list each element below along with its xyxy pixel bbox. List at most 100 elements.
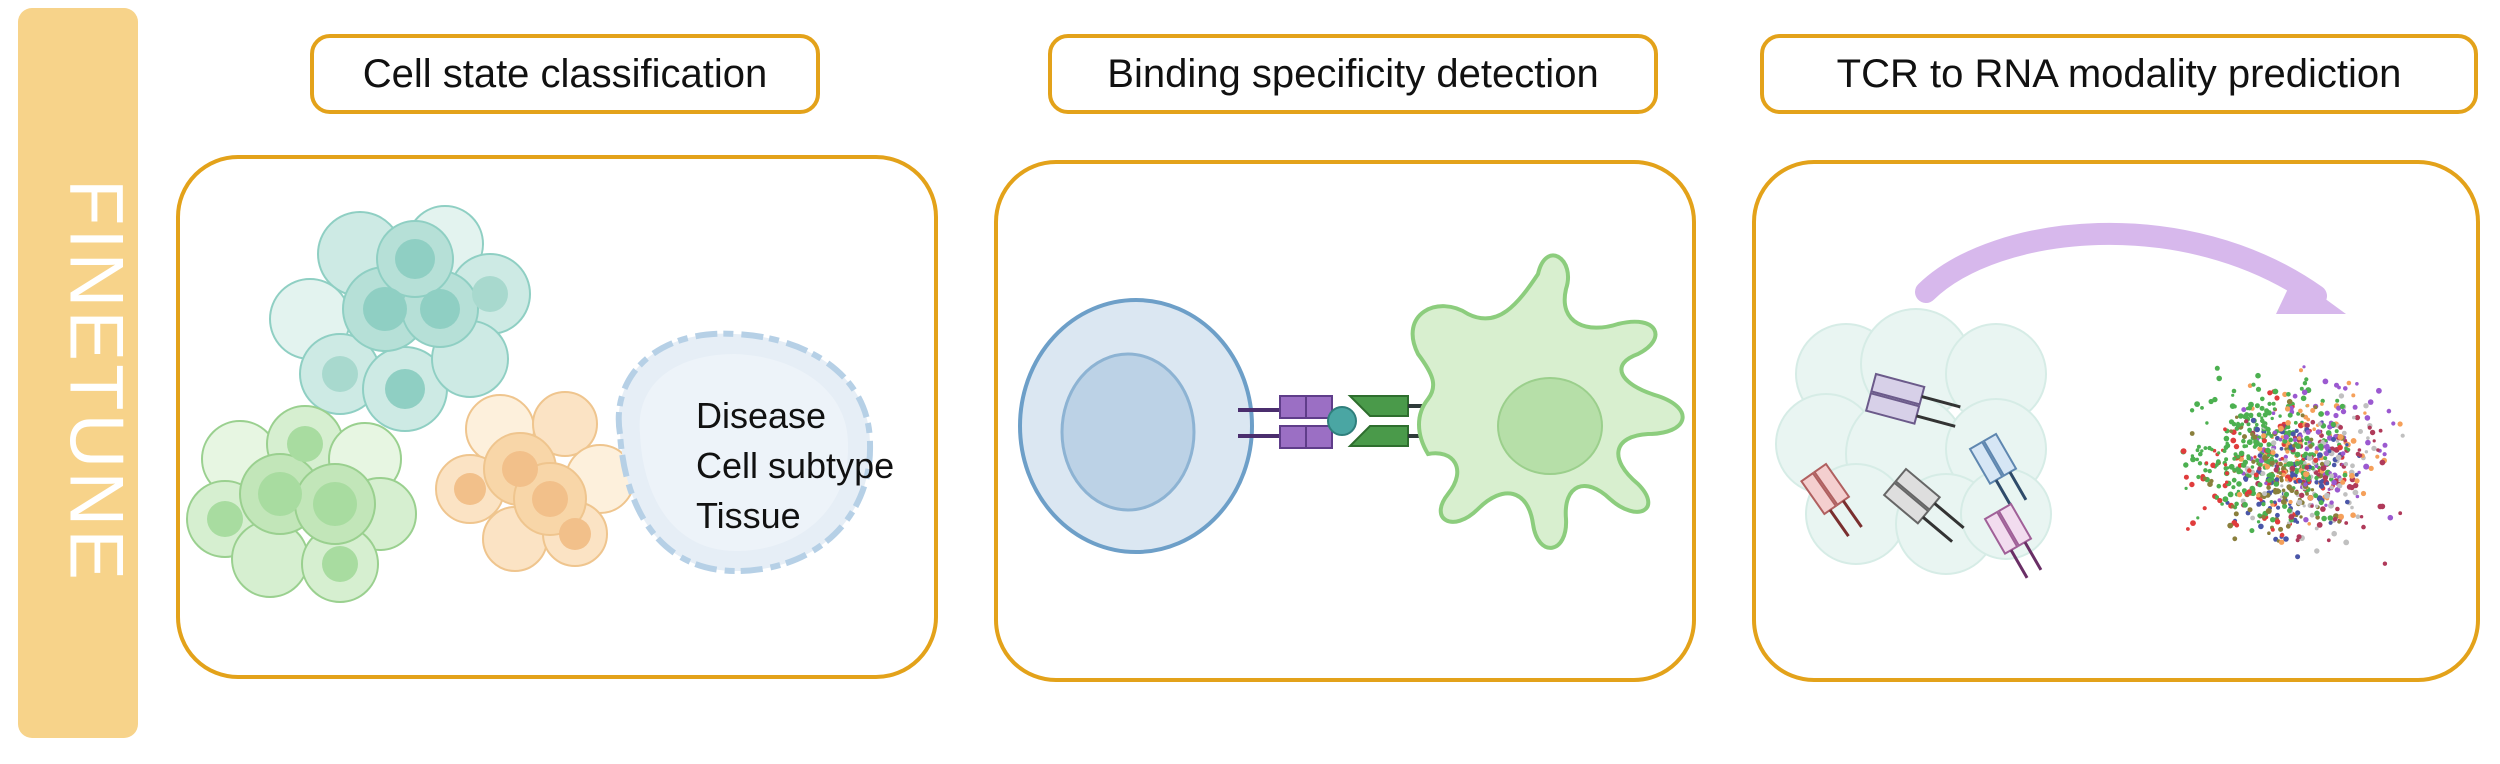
scatter-point <box>2361 524 2366 530</box>
scatter-point <box>2280 499 2287 505</box>
scatter-point <box>2241 407 2247 413</box>
scatter-point <box>2320 402 2324 406</box>
scatter-point <box>2363 411 2367 415</box>
scatter-point <box>2244 412 2250 418</box>
scatter-point <box>2242 501 2248 508</box>
scatter-point <box>2313 493 2319 499</box>
scatter-point <box>2230 504 2235 509</box>
scatter-point <box>2337 434 2344 440</box>
scatter-point <box>2397 421 2403 427</box>
orange-cell-cluster <box>435 391 635 572</box>
scatter-point <box>2376 387 2382 394</box>
scatter-point <box>2363 403 2369 409</box>
scatter-point <box>2318 483 2325 489</box>
scatter-point <box>2235 415 2239 419</box>
scatter-point <box>2225 480 2229 484</box>
scatter-point <box>2227 522 2234 529</box>
scatter-point <box>2300 413 2305 418</box>
scatter-point <box>2305 429 2311 435</box>
scatter-point <box>2231 485 2236 490</box>
scatter-point <box>2207 445 2212 451</box>
scatter-point <box>2266 442 2272 447</box>
scatter-point <box>2288 514 2295 520</box>
scatter-point <box>2294 490 2299 496</box>
scatter-point <box>2278 437 2283 442</box>
scatter-point <box>2198 451 2203 457</box>
scatter-point <box>2278 471 2283 475</box>
scatter-point <box>2306 417 2311 422</box>
scatter-point <box>2344 521 2349 525</box>
scatter-point <box>2273 467 2279 473</box>
scatter-point <box>2305 492 2309 496</box>
scatter-point <box>2341 430 2347 436</box>
scatter-point <box>2241 462 2247 468</box>
scatter-point <box>2259 498 2263 502</box>
scatter-point <box>2350 505 2354 510</box>
scatter-point <box>2346 484 2353 490</box>
scatter-point <box>2274 459 2278 463</box>
scatter-point <box>2350 512 2356 518</box>
scatter-point <box>2317 452 2323 458</box>
scatter-point <box>2376 448 2380 452</box>
scatter-point <box>2274 477 2280 482</box>
scatter-point <box>2202 476 2207 481</box>
scatter-point <box>2331 479 2337 486</box>
scatter-point <box>2345 499 2350 505</box>
scatter-point <box>2207 481 2213 488</box>
scatter-point <box>2303 517 2309 523</box>
scatter-point <box>2283 434 2289 440</box>
scatter-point <box>2282 458 2288 463</box>
scatter-point <box>2324 410 2330 416</box>
prediction-arrow <box>1915 222 2327 307</box>
scatter-point <box>2364 450 2369 454</box>
label-cell-subtype: Cell subtype <box>696 445 895 486</box>
scatter-point <box>2205 421 2209 425</box>
scatter-point <box>2233 443 2240 450</box>
scatter-point <box>2367 425 2372 430</box>
scatter-point <box>2283 491 2290 497</box>
scatter-point <box>2257 466 2262 471</box>
scatter-point <box>2306 478 2311 482</box>
scatter-point <box>2314 480 2319 485</box>
scatter-point <box>2288 477 2293 482</box>
scatter-point <box>2335 439 2340 443</box>
scatter-point <box>2382 452 2387 457</box>
tcr-glyph-3 <box>1800 462 1863 538</box>
scatter-point <box>2338 393 2345 399</box>
scatter-point <box>2257 446 2263 452</box>
scatter-point <box>2231 477 2237 483</box>
scatter-point <box>2247 468 2252 473</box>
scatter-point <box>2200 406 2204 410</box>
scatter-point <box>2367 399 2374 405</box>
scatter-point <box>2337 444 2343 451</box>
scatter-point <box>2382 561 2388 566</box>
scatter-point <box>2255 422 2259 427</box>
scatter-point <box>2283 463 2287 467</box>
scatter-point <box>2262 412 2268 418</box>
scatter-point <box>2233 511 2239 517</box>
scatter-point <box>2278 461 2283 467</box>
scatter-point <box>2350 438 2357 444</box>
t-cell <box>1018 298 1254 554</box>
scatter-point <box>2287 486 2292 491</box>
scatter-point <box>2315 515 2320 520</box>
scatter-point <box>2333 412 2339 419</box>
scatter-point <box>2310 408 2316 413</box>
scatter-point <box>2260 396 2265 402</box>
scatter-point <box>2358 429 2363 434</box>
scatter-point <box>2272 407 2277 411</box>
scatter-point <box>2292 437 2298 443</box>
scatter-point <box>2283 536 2289 542</box>
scatter-point <box>2357 470 2361 475</box>
scatter-point <box>2242 434 2247 440</box>
scatter-point <box>2371 445 2377 452</box>
scatter-point <box>2359 515 2364 519</box>
scatter-point <box>2316 473 2321 477</box>
scatter-point <box>2322 475 2328 481</box>
scatter-point <box>2255 372 2261 379</box>
scatter-point <box>2249 528 2255 534</box>
scatter-point <box>2329 485 2334 490</box>
scatter-point <box>2291 472 2298 479</box>
scatter-point <box>2274 519 2281 525</box>
label-tissue: Tissue <box>696 495 801 536</box>
